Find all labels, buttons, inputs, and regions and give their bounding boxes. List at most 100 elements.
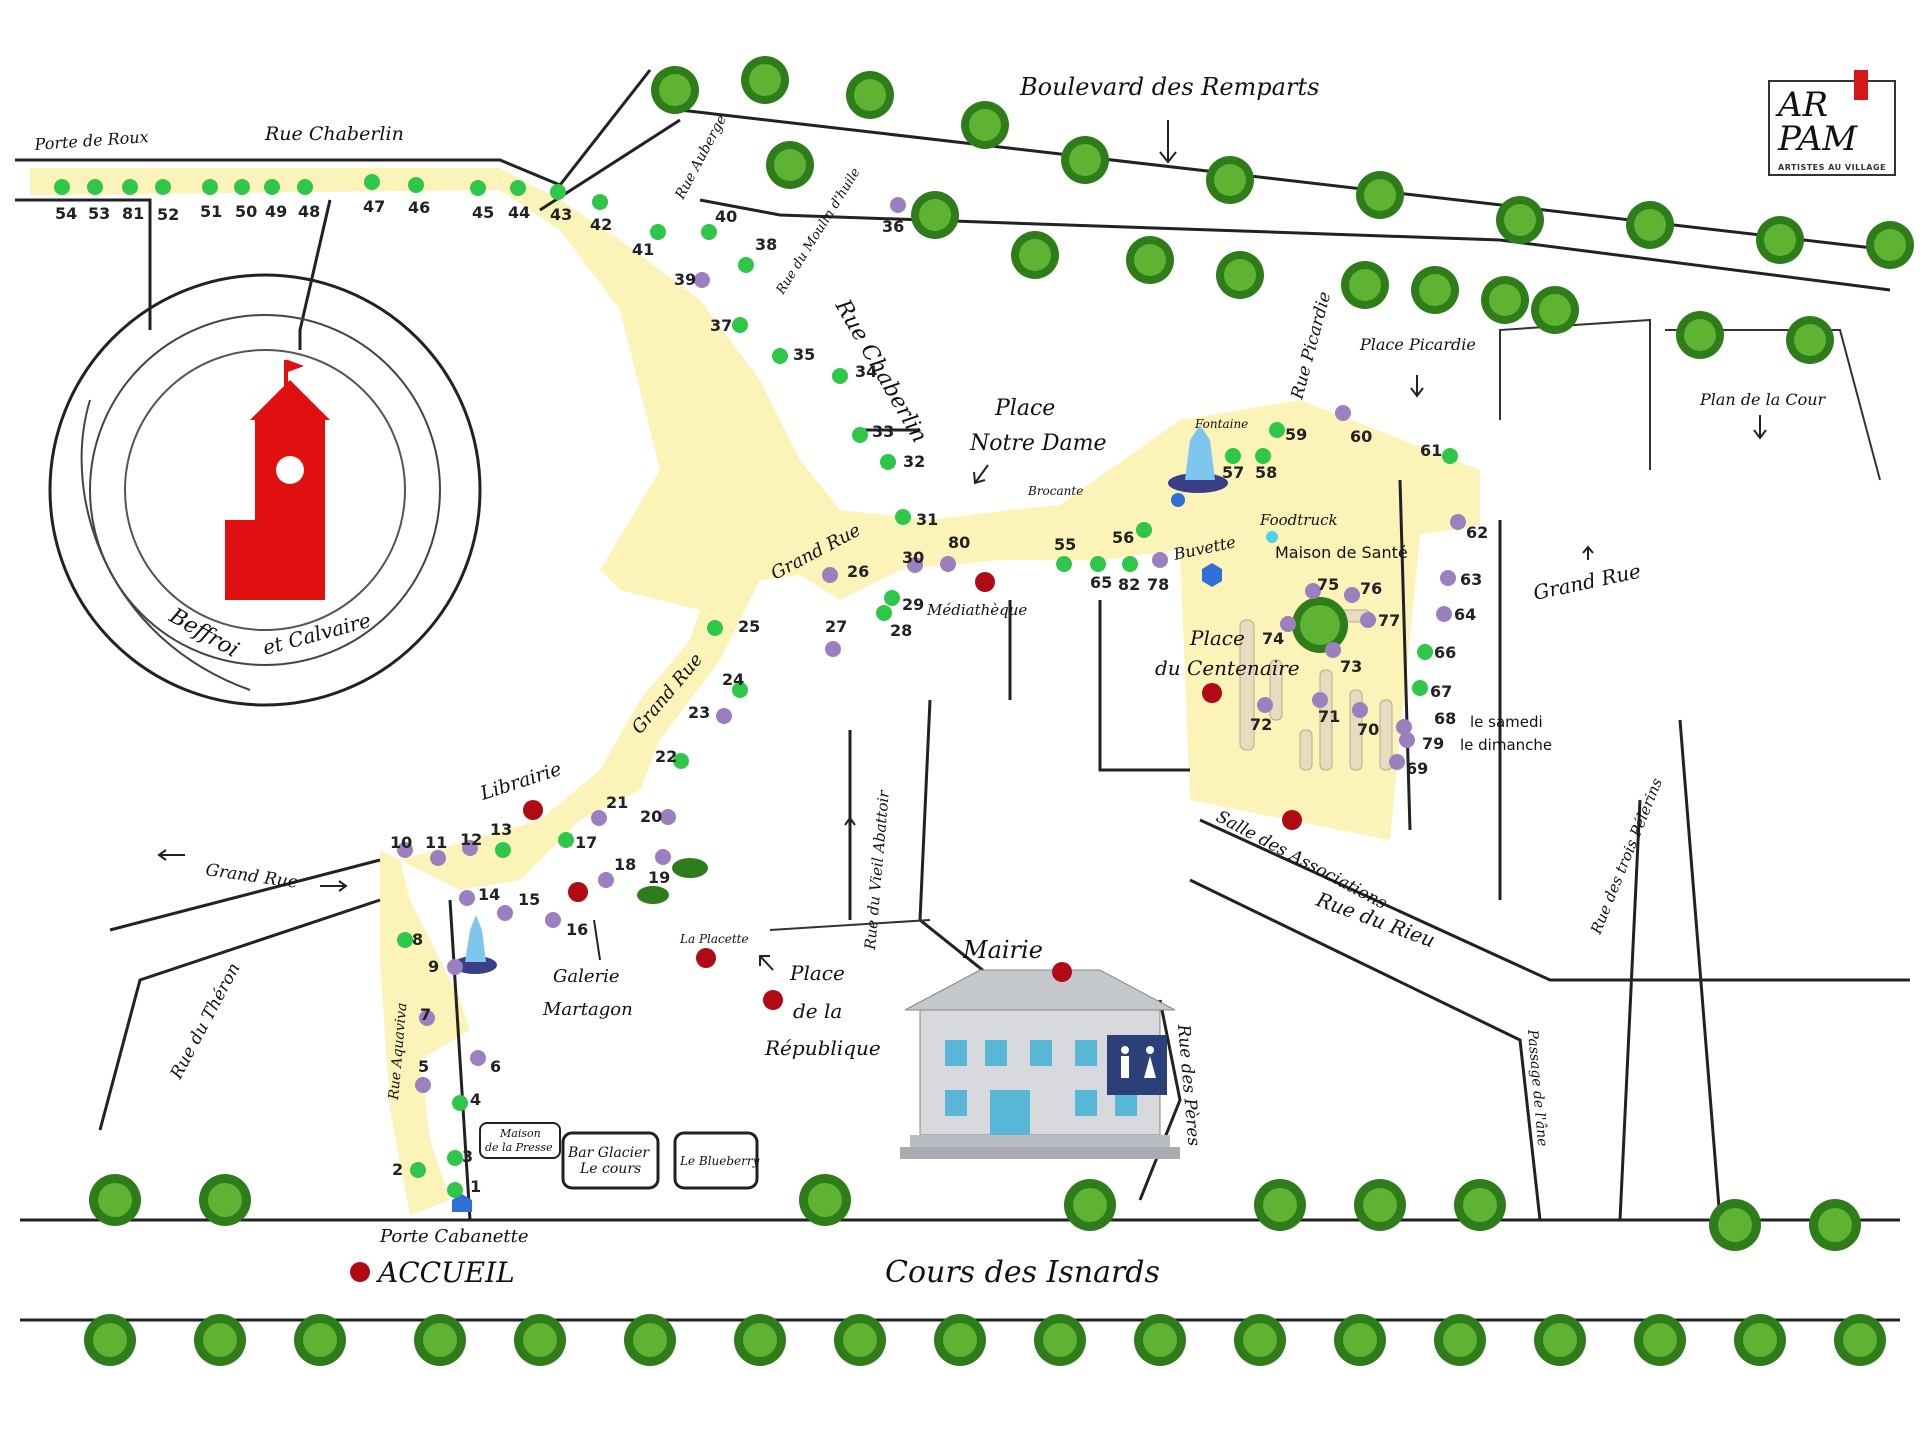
label-brocante: Brocante	[1027, 484, 1083, 498]
stand-marker	[1280, 616, 1296, 632]
label-foodtruck: Foodtruck	[1259, 511, 1338, 529]
stand-number: 81	[122, 204, 144, 223]
stand-marker	[202, 179, 218, 195]
stand-marker	[1399, 732, 1415, 748]
stand-number: 31	[916, 510, 938, 529]
stand-marker	[54, 179, 70, 195]
logo-box: AR PAM ARTISTES AU VILLAGE	[1768, 70, 1896, 176]
stand-number: 80	[948, 533, 970, 552]
stand-marker	[732, 317, 748, 333]
stand-marker	[415, 1077, 431, 1093]
label-place-centenaire-1: Place	[1189, 626, 1245, 650]
stand-number: 73	[1340, 657, 1362, 676]
stand-number: 67	[1430, 682, 1452, 701]
stand-marker	[510, 180, 526, 196]
stand-number: 57	[1222, 463, 1244, 482]
buvette-marker-icon	[452, 493, 1278, 1212]
stand-number: 7	[420, 1005, 431, 1024]
stand-marker	[1360, 612, 1376, 628]
stand-number: 20	[640, 807, 662, 826]
stand-marker	[852, 427, 868, 443]
stand-marker	[459, 890, 475, 906]
label-rue-picardie: Rue Picardie	[1287, 290, 1335, 403]
stand-number: 26	[847, 562, 869, 581]
stand-number: 32	[903, 452, 925, 471]
stand-marker	[470, 180, 486, 196]
label-passage-ane: Passage de l'âne	[1524, 1028, 1550, 1147]
stand-number: 39	[674, 270, 696, 289]
stand-number: 6	[490, 1057, 501, 1076]
stand-marker	[895, 509, 911, 525]
beffroi-park	[48, 273, 482, 707]
stand-marker	[558, 832, 574, 848]
stand-number: 43	[550, 205, 572, 224]
stand-marker	[822, 567, 838, 583]
label-place-rep-1: Place	[789, 961, 845, 985]
stand-marker	[397, 842, 413, 858]
stand-marker	[1450, 514, 1466, 530]
stand-marker	[462, 840, 478, 856]
road-network	[15, 69, 1910, 1322]
stand-marker	[825, 641, 841, 657]
stand-marker	[1389, 754, 1405, 770]
stand-marker	[940, 556, 956, 572]
pedestrian-zone	[30, 168, 1480, 1215]
stand-number: 17	[575, 833, 597, 852]
label-et-calvaire: et Calvaire	[260, 608, 373, 660]
stand-number: 3	[462, 1147, 473, 1166]
stand-marker	[832, 368, 848, 384]
label-porte-cabanette: Porte Cabanette	[379, 1226, 529, 1247]
stand-number: 48	[298, 202, 320, 221]
stand-marker	[495, 842, 511, 858]
stand-marker	[447, 1150, 463, 1166]
stand-marker	[890, 197, 906, 213]
stand-number: 21	[606, 793, 628, 812]
stand-number: 62	[1466, 523, 1488, 542]
tree-icon	[84, 1174, 1886, 1366]
stand-marker	[1056, 556, 1072, 572]
label-bar-glacier-2: Le cours	[579, 1161, 641, 1177]
stand-marker	[884, 590, 900, 606]
label-rue-auberge: Rue Auberge	[672, 113, 730, 203]
stand-marker	[1122, 556, 1138, 572]
stand-marker	[1412, 680, 1428, 696]
stand-number: 66	[1434, 643, 1456, 662]
stand-marker	[1440, 570, 1456, 586]
stand-marker	[701, 224, 717, 240]
stand-number: 61	[1420, 441, 1442, 460]
place-centenaire-benches	[1239, 609, 1393, 771]
stand-number: 52	[157, 205, 179, 224]
stand-number: 51	[200, 202, 222, 221]
stand-marker	[598, 872, 614, 888]
label-place-notre-dame-2: Notre Dame	[969, 431, 1107, 456]
stand-marker	[1090, 556, 1106, 572]
stand-number: 68	[1434, 709, 1456, 728]
stand-number: 76	[1360, 579, 1382, 598]
stand-number: 60	[1350, 427, 1372, 446]
stand-marker	[419, 1010, 435, 1026]
label-dimanche: le dimanche	[1460, 736, 1552, 754]
stand-marker	[364, 174, 380, 190]
stand-marker	[1255, 448, 1271, 464]
stand-number: 41	[632, 240, 654, 259]
stand-number: 9	[428, 957, 439, 976]
stand-marker	[707, 620, 723, 636]
stand-marker	[1442, 448, 1458, 464]
label-maison-de-sante: Maison de Santé	[1275, 543, 1408, 562]
stand-marker	[408, 177, 424, 193]
stand-number: 24	[722, 670, 744, 689]
stand-number: 2	[392, 1160, 403, 1179]
stand-marker	[1344, 587, 1360, 603]
stand-marker	[655, 849, 671, 865]
label-le-blueberry: Le Blueberry	[679, 1154, 760, 1168]
stand-number: 8	[412, 930, 423, 949]
stand-marker	[497, 905, 513, 921]
stand-marker	[1257, 697, 1273, 713]
stand-marker	[907, 557, 923, 573]
stand-number: 82	[1118, 575, 1140, 594]
label-maison-presse-1: Maison	[499, 1127, 541, 1140]
stand-number: 42	[590, 215, 612, 234]
label-martagon: Martagon	[542, 999, 633, 1020]
label-mairie: Mairie	[962, 936, 1043, 964]
stand-number: 79	[1422, 734, 1444, 753]
